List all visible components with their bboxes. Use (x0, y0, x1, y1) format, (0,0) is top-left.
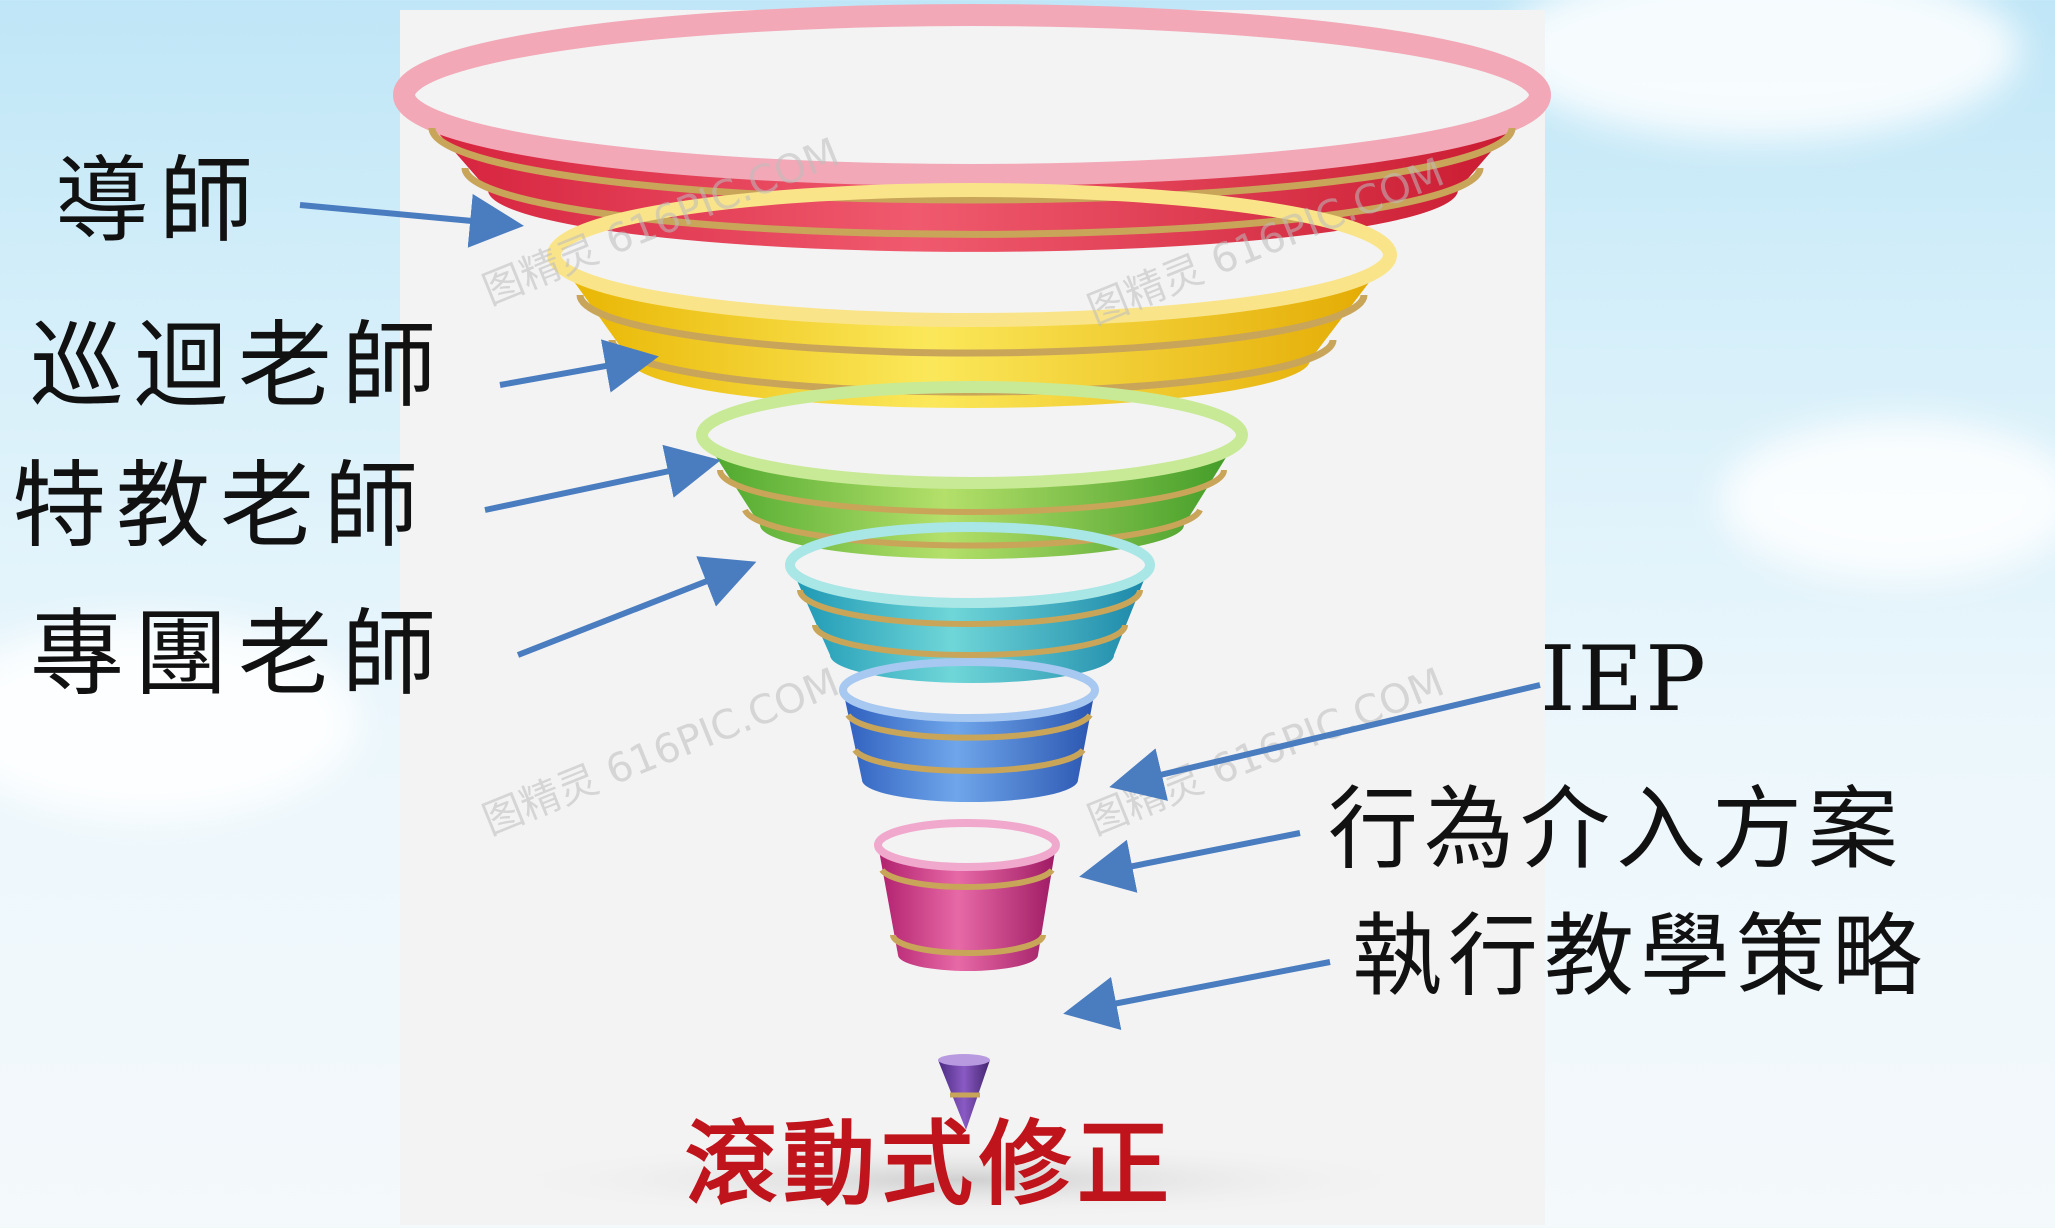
label-behavior-plan: 行為介入方案 (1328, 777, 1904, 882)
label-mentor-teacher: 導師 (55, 147, 264, 256)
ring-4-teal (785, 522, 1155, 683)
arrow-to-ring-4 (516, 556, 757, 658)
label-team-teacher: 專團老師 (30, 600, 447, 709)
label-rolling-revision: 滾動式修正 (685, 1110, 1176, 1218)
ring-3-green (696, 381, 1248, 559)
label-teaching-strategy: 執行教學策略 (1352, 904, 1928, 1009)
cloud-right (1720, 420, 2055, 580)
arrow-to-ring-3 (484, 444, 721, 513)
cloud-left (0, 620, 360, 820)
watermark: 图精灵 616PIC.COM (477, 659, 846, 844)
arrow-to-ring-6 (1079, 830, 1301, 893)
ring-5-blue (839, 658, 1099, 802)
ring-6-magenta (874, 819, 1060, 971)
arrow-to-tip (1063, 959, 1331, 1030)
arrow-to-ring-5 (1109, 682, 1541, 801)
arrow-to-ring-2 (499, 339, 659, 393)
label-special-ed-teacher: 特教老師 (12, 452, 429, 561)
label-iep: IEP (1540, 627, 1708, 732)
arrow-to-ring-1 (299, 193, 524, 248)
cloud-top-right (1500, 0, 2020, 140)
funnel-tip-purple (938, 1054, 990, 1130)
floor-shadow (490, 1140, 1430, 1220)
label-itinerant-teacher: 巡迴老師 (30, 312, 447, 421)
